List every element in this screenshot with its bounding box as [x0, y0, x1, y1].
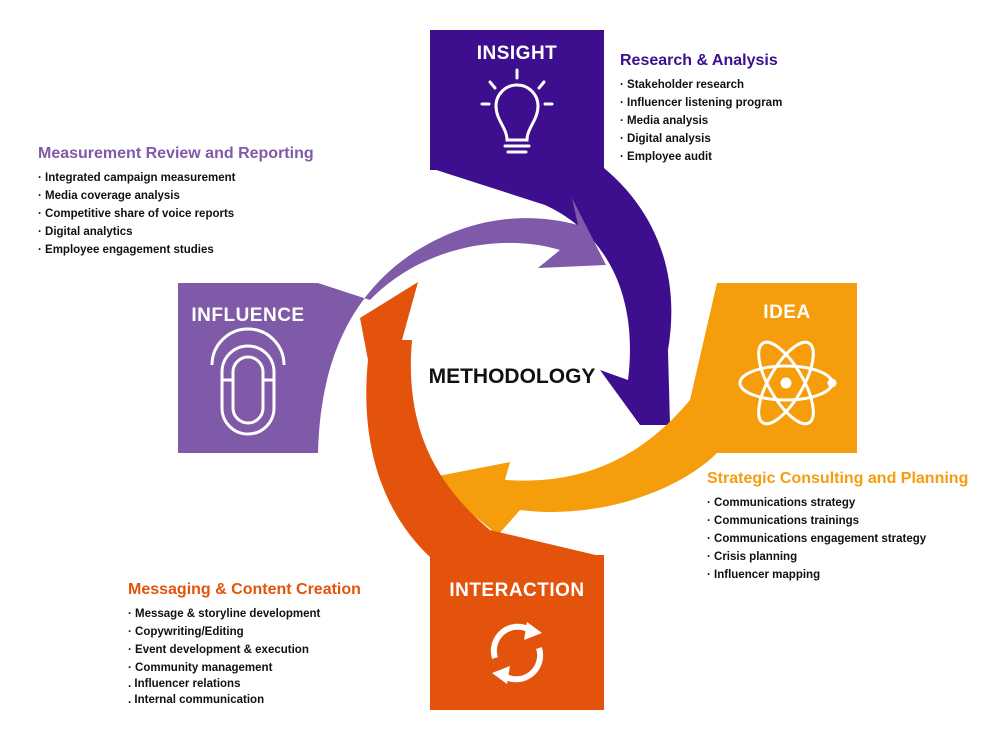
- magnet-icon: [210, 327, 286, 436]
- strategic-list: · Communications strategy · Communicatio…: [707, 494, 968, 584]
- messaging-list: · Message & storyline development · Copy…: [128, 605, 361, 709]
- influence-segment: [178, 198, 606, 453]
- list-item: · Message & storyline development: [128, 608, 321, 620]
- messaging-heading: Messaging & Content Creation: [128, 581, 361, 598]
- list-item: · Crisis planning: [707, 551, 798, 563]
- research-heading: Research & Analysis: [620, 52, 778, 69]
- interaction-segment: [360, 282, 604, 710]
- messaging-section: Messaging & Content Creation · Message &…: [128, 581, 361, 709]
- research-section: Research & Analysis · Stakeholder resear…: [620, 52, 782, 166]
- lightbulb-icon: [480, 68, 554, 154]
- strategic-section: Strategic Consulting and Planning · Comm…: [707, 470, 968, 584]
- idea-segment: [428, 283, 857, 535]
- list-item: · Digital analytics: [38, 226, 133, 238]
- methodology-label: METHODOLOGY: [428, 365, 596, 388]
- measurement-heading: Measurement Review and Reporting: [38, 145, 314, 162]
- list-item: · Competitive share of voice reports: [38, 208, 235, 220]
- idea-block: [717, 283, 857, 453]
- list-item: · Communications strategy: [707, 497, 856, 509]
- influence-title: INFLUENCE: [191, 305, 305, 326]
- list-item: · Communications engagement strategy: [707, 533, 927, 545]
- list-item: · Influencer mapping: [707, 569, 821, 581]
- idea-arrow: [428, 283, 717, 535]
- list-item: · Community management: [128, 662, 273, 674]
- list-item: · Stakeholder research: [620, 79, 745, 91]
- interaction-block: [430, 555, 604, 710]
- list-item: · Event development & execution: [128, 644, 309, 656]
- list-item: · Media coverage analysis: [38, 190, 180, 202]
- list-item: · Influencer listening program: [620, 97, 783, 109]
- interaction-title: INTERACTION: [449, 580, 585, 601]
- list-item: · Employee audit: [620, 151, 713, 163]
- strategic-heading: Strategic Consulting and Planning: [707, 470, 969, 487]
- research-list: · Stakeholder research · Influencer list…: [620, 76, 782, 166]
- list-item: · Digital analysis: [620, 133, 711, 145]
- influence-arrow: [318, 198, 606, 453]
- list-item: · Media analysis: [620, 115, 709, 127]
- influence-block: [178, 283, 318, 453]
- list-item: · Communications trainings: [707, 515, 860, 527]
- measurement-section: Measurement Review and Reporting · Integ…: [38, 145, 314, 259]
- list-item: · Integrated campaign measurement: [38, 172, 236, 184]
- insight-title: INSIGHT: [476, 43, 558, 64]
- list-item: . Internal communication: [128, 694, 265, 706]
- atom-icon: [738, 340, 837, 426]
- interaction-arrow: [360, 282, 604, 557]
- refresh-arrows-icon: [490, 622, 544, 684]
- list-item: · Employee engagement studies: [38, 244, 214, 256]
- measurement-list: · Integrated campaign measurement · Medi…: [38, 169, 314, 259]
- list-item: . Influencer relations: [128, 678, 241, 690]
- list-item: · Copywriting/Editing: [128, 626, 244, 638]
- insight-arrow: [430, 168, 672, 425]
- idea-title: IDEA: [763, 302, 811, 323]
